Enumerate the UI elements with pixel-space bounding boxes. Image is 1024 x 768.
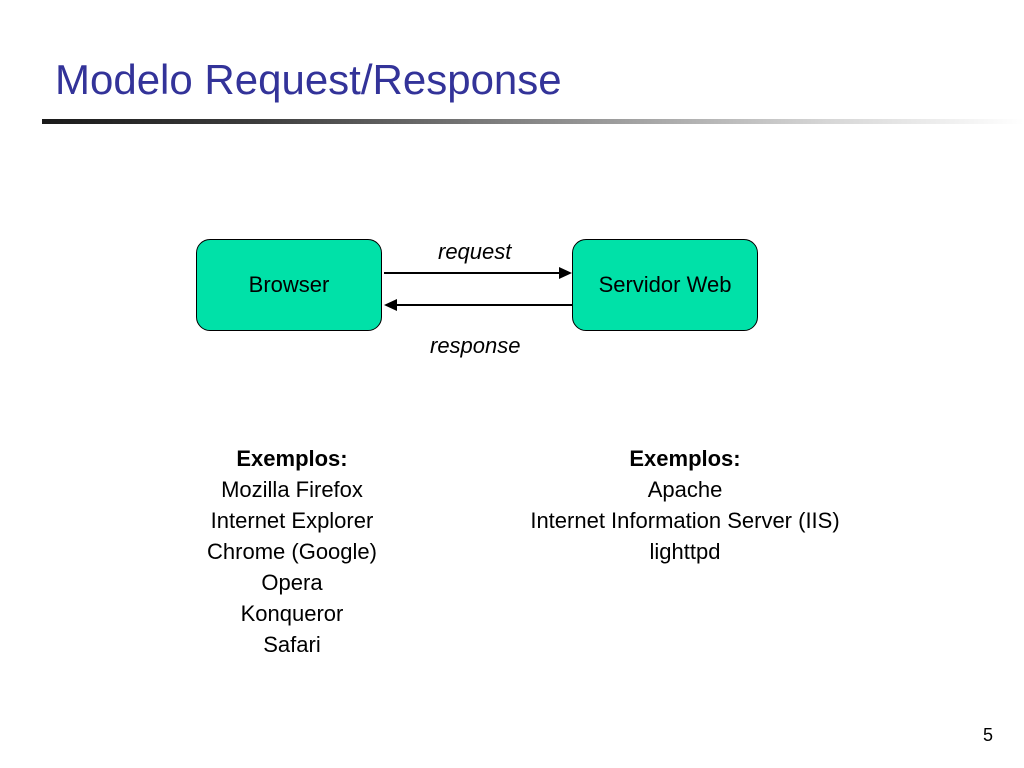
slide-number: 5 — [982, 725, 993, 745]
browser-box-label: Browser — [248, 272, 330, 297]
list-item: lighttpd — [649, 539, 721, 564]
request-response-arrows — [384, 267, 572, 311]
slide-title: Modelo Request/Response — [55, 56, 562, 103]
title-underline — [42, 119, 1024, 124]
list-item: Chrome (Google) — [207, 539, 377, 564]
web-server-box-label: Servidor Web — [598, 272, 732, 297]
response-label: response — [430, 333, 521, 358]
response-arrow — [384, 299, 572, 311]
list-item: Internet Explorer — [210, 508, 374, 533]
list-item: Konqueror — [240, 601, 344, 626]
server-examples-heading: Exemplos: — [629, 446, 741, 471]
browser-examples-list: Exemplos: Mozilla Firefox Internet Explo… — [192, 443, 392, 660]
browser-examples-heading: Exemplos: — [236, 446, 348, 471]
browser-box: Browser — [196, 239, 382, 331]
request-arrow — [384, 267, 572, 279]
server-examples-list: Exemplos: Apache Internet Information Se… — [500, 443, 870, 567]
list-item: Mozilla Firefox — [221, 477, 363, 502]
list-item: Internet Information Server (IIS) — [530, 508, 840, 533]
request-label: request — [438, 239, 512, 264]
web-server-box: Servidor Web — [572, 239, 758, 331]
list-item: Safari — [263, 632, 321, 657]
list-item: Opera — [261, 570, 323, 595]
list-item: Apache — [647, 477, 723, 502]
